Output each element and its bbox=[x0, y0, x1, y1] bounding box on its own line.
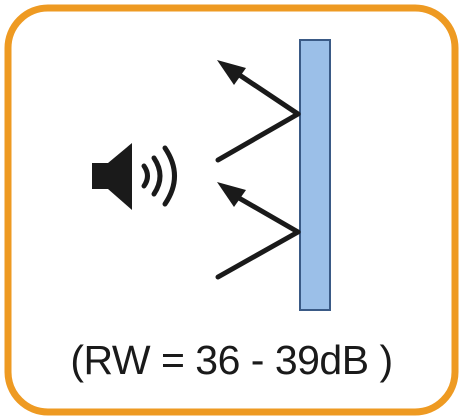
wall-panel bbox=[299, 39, 331, 311]
rw-caption: (RW = 36 - 39dB ) bbox=[70, 337, 393, 383]
reflected-ray-lower bbox=[229, 191, 301, 235]
arrow-head-lower bbox=[217, 182, 246, 207]
reflection-arrow-lower bbox=[215, 182, 301, 280]
arrow-head-upper bbox=[217, 60, 246, 85]
reflected-ray-upper bbox=[229, 67, 301, 117]
speaker-icon bbox=[92, 143, 177, 210]
frame-border bbox=[4, 4, 459, 416]
incident-ray-lower bbox=[215, 229, 301, 280]
incident-ray-upper bbox=[215, 111, 301, 163]
reflection-arrow-upper bbox=[215, 60, 301, 163]
